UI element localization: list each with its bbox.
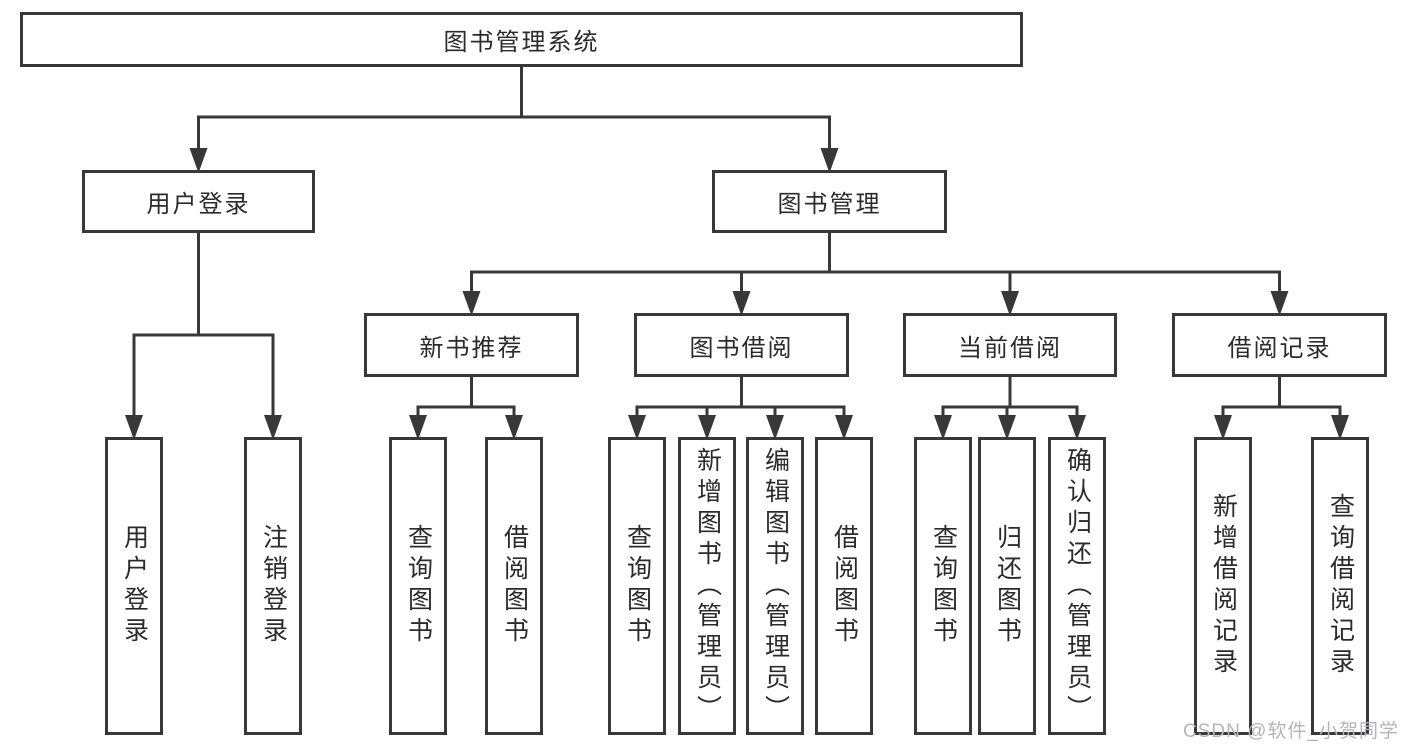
node-label-cb-confirm-return: 确认归还（管理员） [1063,446,1092,726]
node-label-nbr-query-book: 查询图书 [404,524,433,648]
node-cb-query-book: 查询图书 [914,437,972,735]
node-logout: 注销登录 [244,437,302,735]
node-cb-confirm-return: 确认归还（管理员） [1048,437,1106,735]
watermark: CSDN @软件_小贺同学 [1183,721,1399,742]
node-label-bb-add-book: 新增图书（管理员） [693,446,722,726]
node-label-current-borrow: 当前借阅 [958,334,1062,362]
node-label-bb-borrow-book: 借阅图书 [830,524,859,648]
node-label-br-query-record: 查询借阅记录 [1326,493,1355,679]
node-br-query-record: 查询借阅记录 [1311,437,1369,735]
node-nbr-query-book: 查询图书 [389,437,447,735]
node-label-book-mgmt: 图书管理 [777,191,882,218]
node-cb-return-book: 归还图书 [978,437,1036,735]
node-user-login: 用户登录 [82,170,315,233]
node-label-logout: 注销登录 [259,524,288,648]
node-login: 用户登录 [105,437,163,735]
node-nbr-borrow-book: 借阅图书 [485,437,543,735]
node-label-root: 图书管理系统 [443,29,600,56]
node-root: 图书管理系统 [20,12,1023,67]
node-label-borrow-records: 借阅记录 [1227,334,1332,362]
node-label-br-add-record: 新增借阅记录 [1209,493,1238,679]
node-label-login: 用户登录 [120,524,149,648]
node-label-bb-query-book: 查询图书 [623,524,652,648]
node-label-new-book-rec: 新书推荐 [419,334,524,362]
node-label-cb-query-book: 查询图书 [929,524,958,648]
node-br-add-record: 新增借阅记录 [1194,437,1252,735]
node-current-borrow: 当前借阅 [903,313,1117,377]
node-book-mgmt: 图书管理 [712,170,947,233]
node-label-bb-edit-book: 编辑图书（管理员） [761,446,790,726]
node-label-book-borrow: 图书借阅 [689,334,794,362]
node-label-cb-return-book: 归还图书 [993,524,1022,648]
node-bb-add-book: 新增图书（管理员） [678,437,736,735]
node-bb-query-book: 查询图书 [608,437,666,735]
node-new-book-rec: 新书推荐 [364,313,579,377]
node-label-nbr-borrow-book: 借阅图书 [500,524,529,648]
node-book-borrow: 图书借阅 [634,313,849,377]
node-bb-borrow-book: 借阅图书 [815,437,873,735]
node-label-user-login: 用户登录 [146,191,251,218]
node-bb-edit-book: 编辑图书（管理员） [746,437,804,735]
node-borrow-records: 借阅记录 [1172,313,1387,377]
